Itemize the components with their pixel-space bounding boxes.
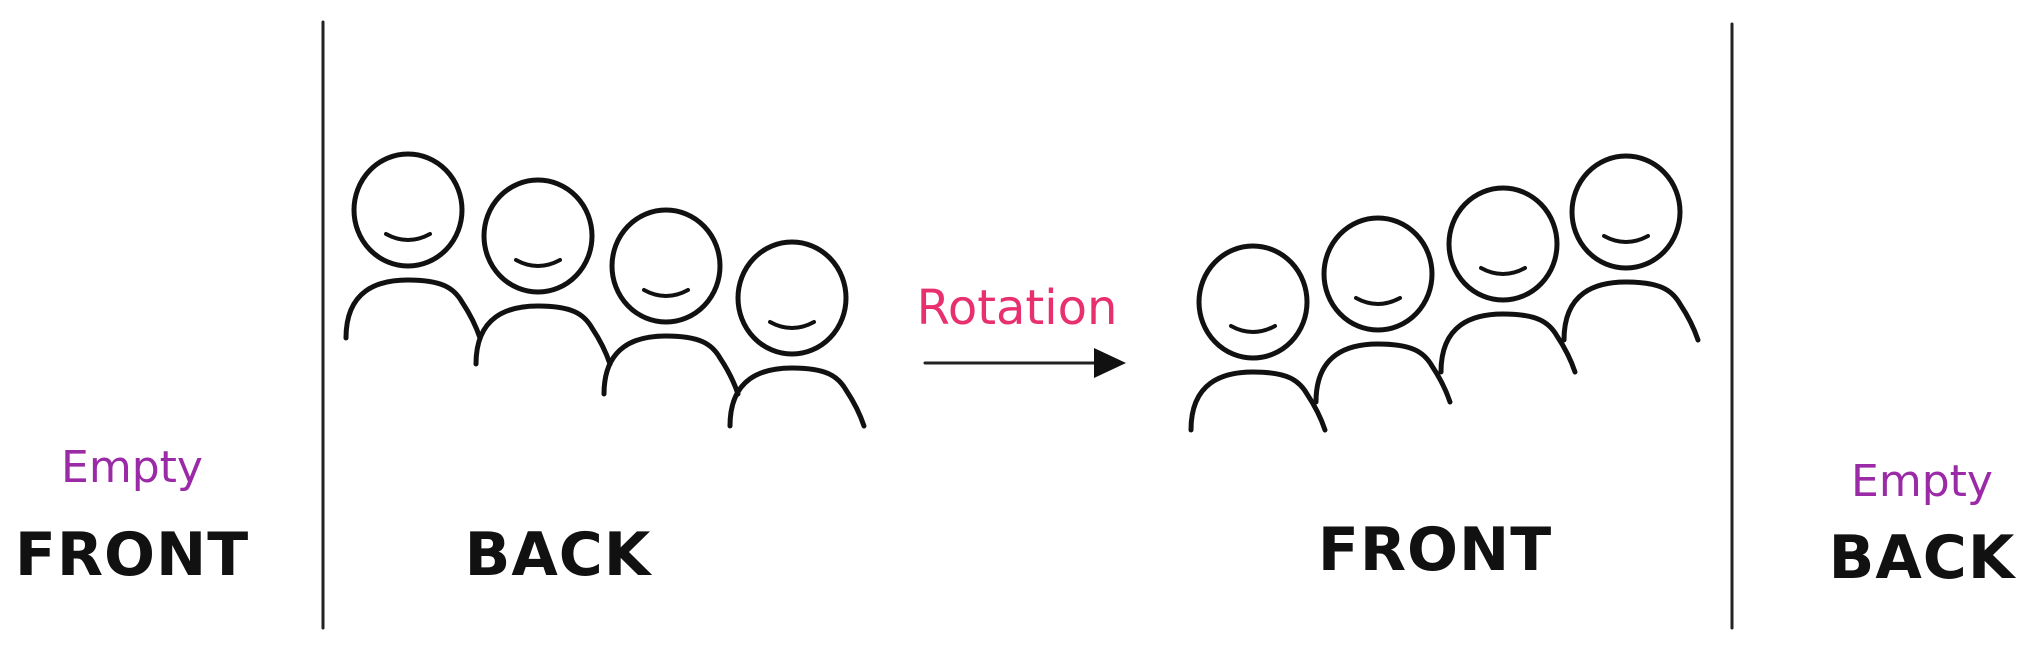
front-queue-label: FRONT [1318, 515, 1552, 585]
left-empty-label: Empty [61, 442, 203, 493]
right-back-label: BACK [1829, 523, 2017, 593]
left-front-label: FRONT [15, 520, 249, 590]
back-queue-people [343, 151, 867, 429]
rotation-label: Rotation [917, 280, 1118, 336]
front-queue-people [1188, 153, 1701, 433]
back-queue-label: BACK [465, 520, 653, 590]
person-icon [473, 177, 613, 367]
arrow-right-icon [923, 348, 1126, 378]
person-icon [1313, 215, 1453, 405]
right-empty-label: Empty [1851, 456, 1993, 507]
person-icon [727, 239, 867, 429]
person-icon [1438, 185, 1578, 375]
person-icon [601, 207, 741, 397]
person-icon [343, 151, 483, 341]
person-icon [1188, 243, 1328, 433]
person-icon [1561, 153, 1701, 343]
